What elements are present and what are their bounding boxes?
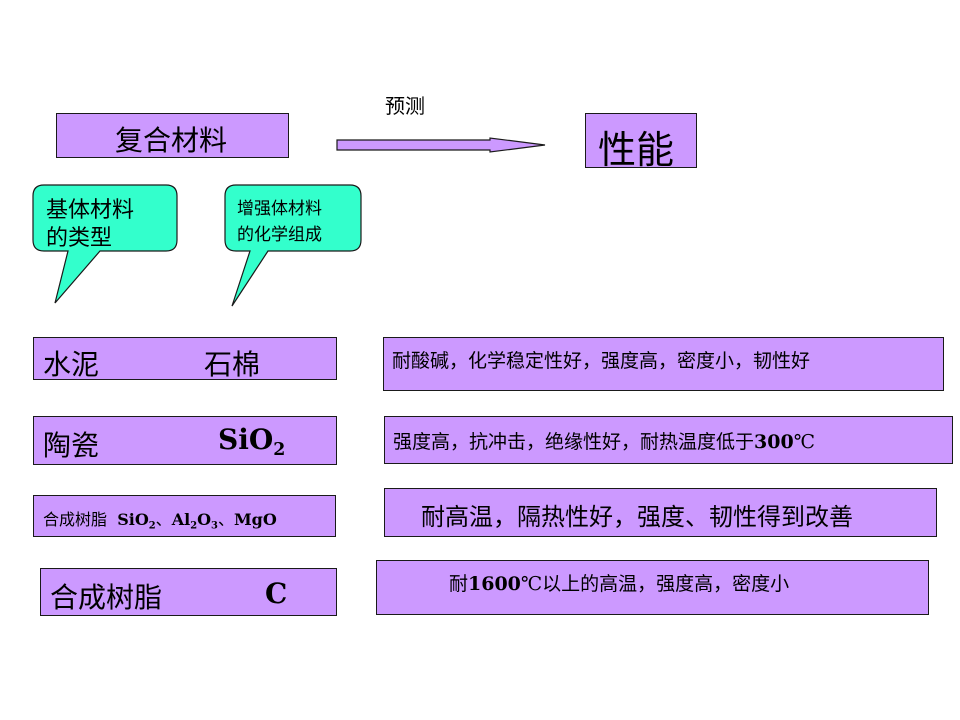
source-label: 复合材料: [115, 124, 228, 157]
callout-reinforcement-line1: 增强体材料: [237, 199, 322, 219]
property-text-2: 强度高，抗冲击，绝缘性好，耐热温度低于300℃: [393, 431, 815, 453]
property-box-4: 耐1600℃以上的高温，强度高，密度小: [376, 560, 929, 615]
material-formula-3a: SiO2: [117, 510, 156, 532]
material-formula-2: SiO2: [218, 423, 286, 461]
property-text-4: 耐1600℃以上的高温，强度高，密度小: [449, 573, 790, 595]
material-name-4: 合成树脂: [50, 581, 163, 614]
property-text-3: 耐高温，隔热性好，强度、韧性得到改善: [421, 503, 853, 531]
callout-matrix-shape: [32, 184, 178, 304]
callout-matrix-line1: 基体材料: [46, 198, 135, 223]
material-formula-4: C: [265, 577, 288, 610]
callout-matrix-text: 基体材料 的类型: [46, 197, 134, 253]
property-box-3: 耐高温，隔热性好，强度、韧性得到改善: [384, 488, 937, 537]
material-name-1a: 水泥: [43, 348, 100, 380]
material-text-3: 合成树脂 SiO2、Al2O3、MgO: [43, 510, 277, 532]
material-formula-3b: Al2O3: [171, 510, 218, 532]
material-name-3: 合成树脂: [43, 510, 108, 529]
material-formula-3c: MgO: [233, 510, 277, 529]
property-text-1: 耐酸碱，化学稳定性好，强度高，密度小，韧性好: [392, 350, 811, 372]
callout-reinforcement-shape: [224, 184, 362, 307]
property-box-1: 耐酸碱，化学稳定性好，强度高，密度小，韧性好: [383, 337, 944, 391]
property-box-2: 强度高，抗冲击，绝缘性好，耐热温度低于300℃: [384, 416, 953, 464]
arrow-label: 预测: [385, 94, 425, 118]
source-box: 复合材料: [56, 113, 289, 158]
material-box-3: 合成树脂 SiO2、Al2O3、MgO: [33, 495, 336, 537]
predict-arrow: [336, 137, 546, 153]
material-name-2: 陶瓷: [43, 429, 100, 462]
material-box-1: 水泥 石棉: [33, 337, 337, 380]
callout-reinforcement-text: 增强体材料 的化学组成: [237, 196, 322, 248]
material-name-1b: 石棉: [204, 348, 261, 380]
material-box-2: 陶瓷 SiO2: [33, 416, 337, 465]
target-box: 性能: [585, 113, 697, 168]
callout-reinforcement-line2: 的化学组成: [237, 225, 322, 245]
target-label: 性能: [598, 128, 675, 168]
callout-matrix-line2: 的类型: [46, 226, 113, 251]
material-box-4: 合成树脂 C: [40, 568, 337, 616]
